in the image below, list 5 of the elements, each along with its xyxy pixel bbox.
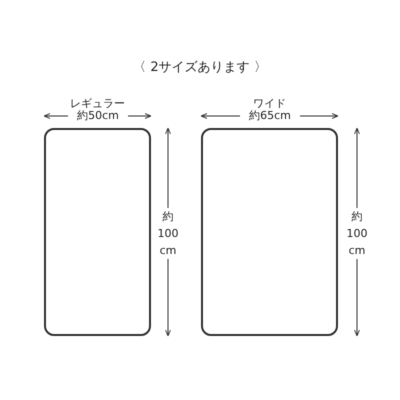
title: 〈 2サイズあります 〉	[132, 59, 268, 76]
size-heading: ワイド	[252, 96, 287, 110]
dimension-label: 約50cm	[68, 108, 128, 124]
dimension-label: 約65cm	[240, 108, 300, 124]
size-heading: レギュラー	[69, 96, 126, 110]
